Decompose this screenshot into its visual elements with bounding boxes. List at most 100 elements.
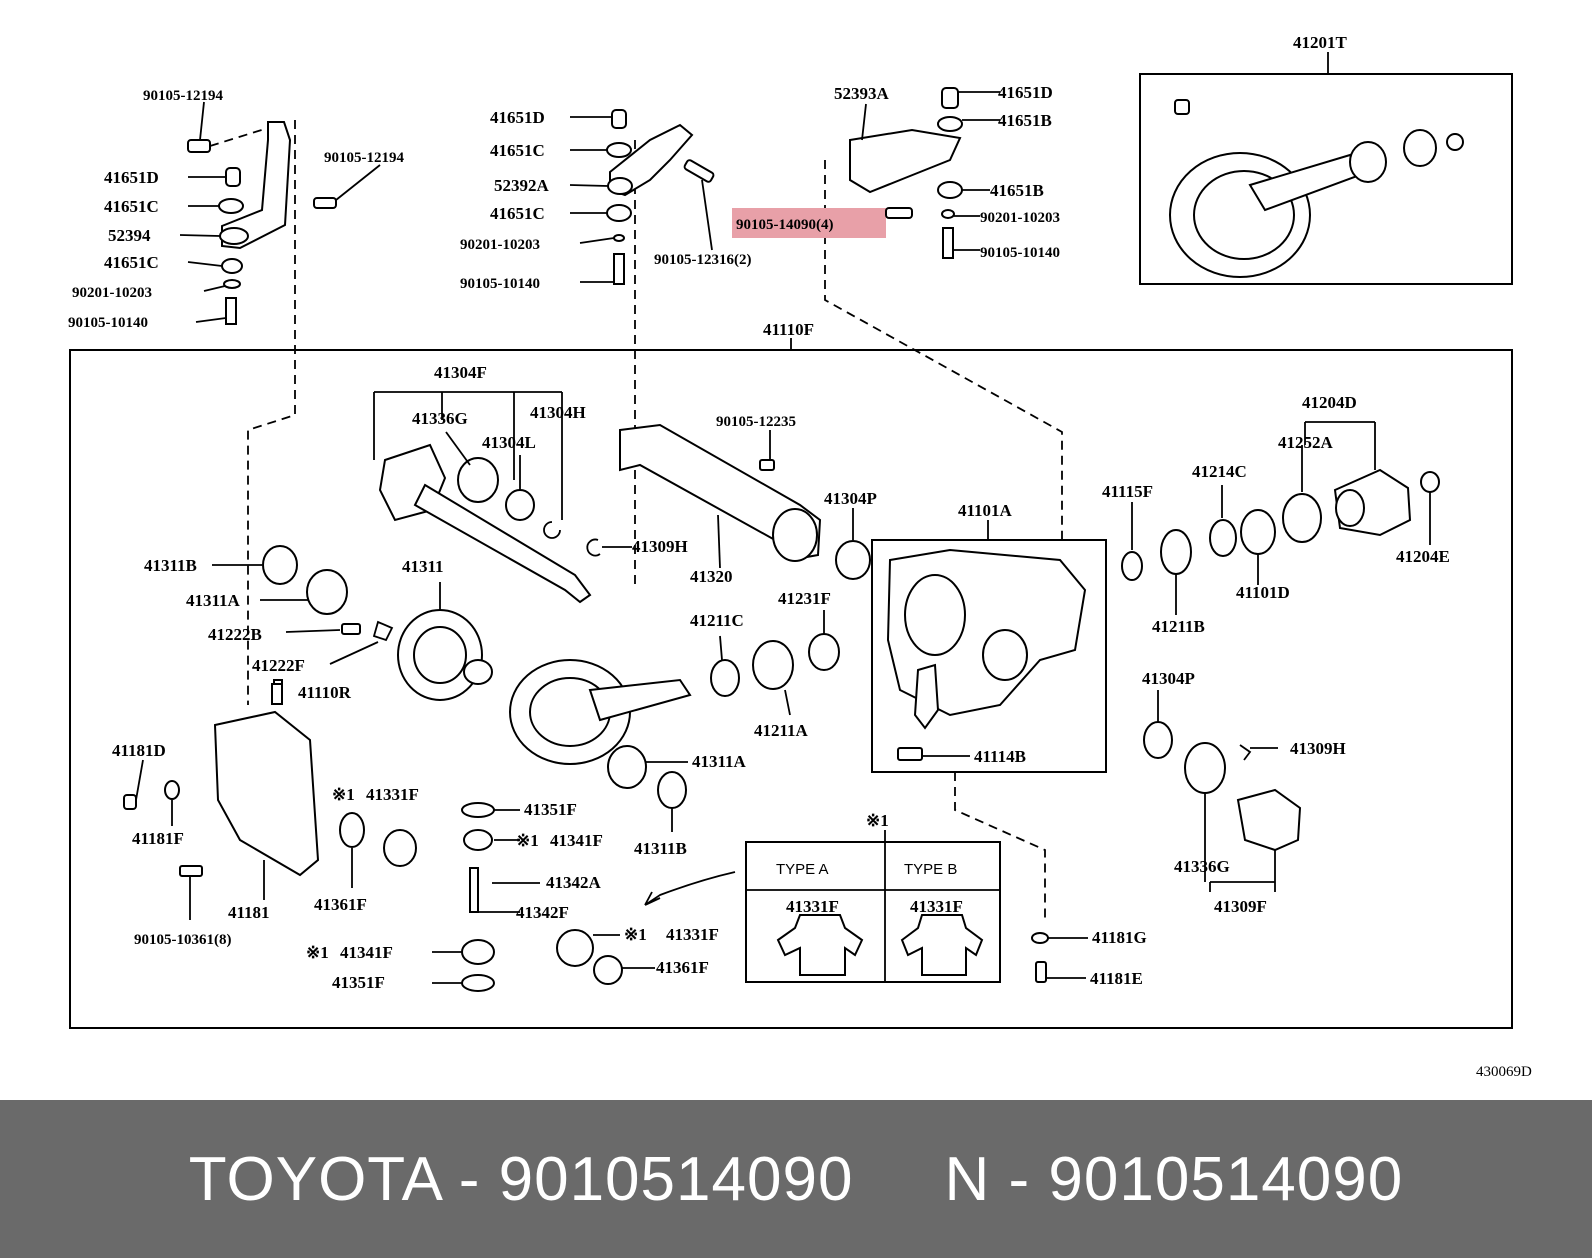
part-label: 41311B xyxy=(634,839,687,858)
part-label: 41311A xyxy=(186,591,241,610)
axle-shaft-right xyxy=(1121,468,1440,852)
part-label: 52394 xyxy=(108,226,151,245)
part-label: 41201T xyxy=(1293,33,1348,52)
part-label: 41311 xyxy=(402,557,444,576)
part-label: 41651D xyxy=(490,108,545,127)
part-label: 41342F xyxy=(516,903,569,922)
part-label: 41361F xyxy=(314,895,367,914)
type-b-gear-shape xyxy=(900,914,984,976)
part-label: 41211B xyxy=(1152,617,1205,636)
part-label: 41651C xyxy=(104,253,159,272)
footer-bar: TOYOTA - 9010514090 N - 9010514090 xyxy=(0,1100,1592,1258)
part-label: 41304L xyxy=(482,433,536,452)
part-label: 41651D xyxy=(998,83,1053,102)
part-label: 41342A xyxy=(546,873,602,892)
part-label: 41311A xyxy=(692,752,747,771)
part-label: 41304P xyxy=(1142,669,1195,688)
part-label: 41309F xyxy=(1214,897,1267,916)
plug-41181e xyxy=(1035,961,1047,983)
bracket-52392a-group xyxy=(606,109,715,285)
axle-tube xyxy=(619,423,871,580)
part-label: 90105-12194 xyxy=(324,150,404,166)
part-label: 41351F xyxy=(524,800,577,819)
part-label: 90105-12235 xyxy=(716,414,796,430)
part-label: 41115F xyxy=(1102,482,1153,501)
type-b-heading: TYPE B xyxy=(904,861,957,878)
part-label: 90105-12194 xyxy=(143,88,223,104)
part-label: 41114B xyxy=(974,747,1026,766)
part-label: 41204D xyxy=(1302,393,1357,412)
bracket-52394-group xyxy=(187,121,337,325)
part-label: 41651D xyxy=(104,168,159,187)
type-a-gear-shape xyxy=(776,914,864,976)
part-label: 41181 xyxy=(228,903,270,922)
part-label: 90105-10140 xyxy=(68,315,148,331)
note-mark: ※1 xyxy=(516,831,539,850)
part-label: 90201-10203 xyxy=(980,210,1060,226)
part-label: 41110R xyxy=(298,683,352,702)
part-label: 41101A xyxy=(958,501,1013,520)
part-label: 90105-10140 xyxy=(980,245,1060,261)
part-label: 90105-10361(8) xyxy=(134,932,232,948)
ring-gear-pinion xyxy=(509,633,840,809)
part-label: 41651C xyxy=(490,204,545,223)
leader-lines xyxy=(135,91,1431,984)
part-label: 41211A xyxy=(754,721,809,740)
part-label: 41211C xyxy=(690,611,744,630)
part-label: 41651B xyxy=(998,111,1052,130)
part-label: 90201-10203 xyxy=(72,285,152,301)
part-label: 41351F xyxy=(332,973,385,992)
part-label: 41331F xyxy=(910,897,963,916)
type-box xyxy=(745,841,1001,983)
part-label: 41304F xyxy=(434,363,487,382)
part-label: 41331F xyxy=(786,897,839,916)
part-label: 41311B xyxy=(144,556,197,575)
part-label: 41651B xyxy=(990,181,1044,200)
housing-box-41101a xyxy=(871,539,1107,773)
part-label: 41181D xyxy=(112,741,166,760)
diagram-code: 430069D xyxy=(1476,1064,1532,1080)
highlight-selected-part xyxy=(732,208,886,238)
part-label: 41252A xyxy=(1278,433,1334,452)
part-label: 90201-10203 xyxy=(460,237,540,253)
part-label-selected[interactable]: 90105-14090(4) xyxy=(736,217,834,233)
part-label: 41181F xyxy=(132,829,184,848)
part-label: 41222F xyxy=(252,656,305,675)
part-label: 41331F xyxy=(366,785,419,804)
differential-gears xyxy=(339,802,736,992)
part-label: 41309H xyxy=(632,537,688,556)
washer-41181g xyxy=(1031,932,1049,944)
differential-housing xyxy=(886,548,1087,761)
axle-shaft-left xyxy=(378,443,601,604)
note-mark: ※1 xyxy=(332,785,355,804)
part-label: 52393A xyxy=(834,84,890,103)
part-label: 41361F xyxy=(656,958,709,977)
part-label: 41304P xyxy=(824,489,877,508)
part-label: 41304H xyxy=(530,403,586,422)
part-label: 90105-12316(2) xyxy=(654,252,752,268)
part-label: 52392A xyxy=(494,176,550,195)
part-label: 41331F xyxy=(666,925,719,944)
part-label: 41309H xyxy=(1290,739,1346,758)
part-label: 41110F xyxy=(763,320,814,339)
part-label: 41336G xyxy=(1174,857,1230,876)
parts-diagram: 90105-12194 41651D 41651C 52394 41651C 9… xyxy=(68,33,1532,1080)
plug-41110r xyxy=(271,683,283,705)
part-label: 41101D xyxy=(1236,583,1290,602)
part-label: 90105-10140 xyxy=(460,276,540,292)
part-label: 41651C xyxy=(490,141,545,160)
part-label: 41204E xyxy=(1396,547,1450,566)
part-label: 41651C xyxy=(104,197,159,216)
part-number-caption: TOYOTA - 9010514090 N - 9010514090 xyxy=(188,1144,1404,1214)
type-a-heading: TYPE A xyxy=(776,861,829,878)
note-mark: ※1 xyxy=(866,811,889,830)
note-mark: ※1 xyxy=(306,943,329,962)
part-label: 41231F xyxy=(778,589,831,608)
part-label: 41181G xyxy=(1092,928,1147,947)
assembly-box-41201t xyxy=(1139,73,1513,285)
note-mark: ※1 xyxy=(624,925,647,944)
part-label: 41222B xyxy=(208,625,262,644)
part-label: 41341F xyxy=(340,943,393,962)
part-label: 41341F xyxy=(550,831,603,850)
part-label: 41336G xyxy=(412,409,468,428)
